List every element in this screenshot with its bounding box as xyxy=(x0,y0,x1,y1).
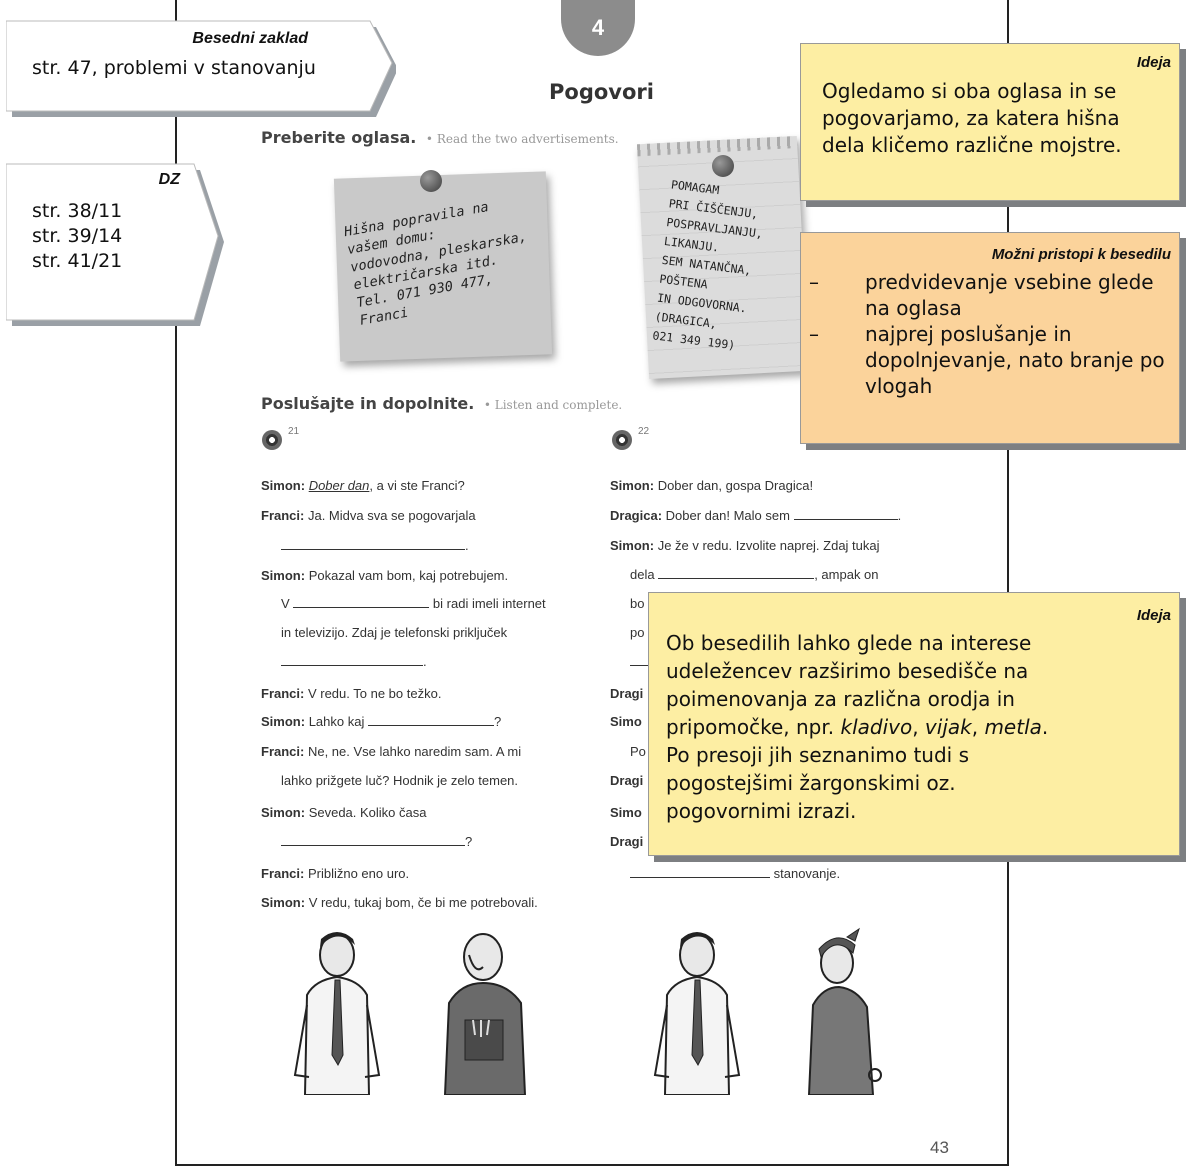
vocab-callout-text[interactable]: str. 47, problemi v stanovanju xyxy=(32,57,316,79)
approaches-box: Možni pristopi k besedilu predvidevanje … xyxy=(800,232,1180,444)
dz-callout-shape xyxy=(6,163,224,326)
audio-cd-icon[interactable] xyxy=(612,430,632,450)
dialog-line: Dragi xyxy=(610,834,644,849)
task2-sl: Poslušajte in dopolnite. xyxy=(261,394,475,413)
dialog-line: Simon: Lahko kaj ? xyxy=(261,714,502,729)
dialog-line: Franci: Ja. Midva sva se pogovarjala xyxy=(261,508,476,523)
answer-blank[interactable] xyxy=(281,538,465,550)
vocab-callout: Besedni zaklad xyxy=(20,30,308,48)
track-number-left: 21 xyxy=(288,426,300,437)
idea-box-1-title: Ideja xyxy=(1136,54,1171,71)
idea-box-1: Ideja Ogledamo si oba oglasa in se pogov… xyxy=(800,43,1180,201)
dialog-line: . xyxy=(281,538,469,553)
task1-heading: Preberite oglasa. • Read the two adverti… xyxy=(261,128,619,147)
dialog-line: ? xyxy=(281,834,472,849)
answer-blank[interactable] xyxy=(658,567,815,579)
dialog-line: Dragi xyxy=(610,773,644,788)
dialog-line: Dragica: Dober dan! Malo sem . xyxy=(610,508,902,523)
dialog-line: Simon: V redu, tukaj bom, če bi me potre… xyxy=(261,895,538,910)
vocab-callout-shape xyxy=(6,20,396,117)
pushpin-icon xyxy=(420,170,442,192)
idea-box-1-text: Ogledamo si oba oglasa in se pogovarjamo… xyxy=(822,79,1122,157)
page-title: Pogovori xyxy=(549,80,654,104)
dialog-line: Simo xyxy=(610,805,642,820)
simon-illustration xyxy=(293,932,381,1095)
simon-illustration xyxy=(653,932,741,1095)
task1-en: • Read the two advertisements. xyxy=(425,132,619,146)
track-number-right: 22 xyxy=(638,426,650,437)
task1-sl: Preberite oglasa. xyxy=(261,128,417,147)
answer-blank[interactable] xyxy=(281,834,465,846)
dialog-line: dela , ampak on xyxy=(630,567,879,582)
dialog-line: Simo xyxy=(610,714,642,729)
dialog-line: in televizijo. Zdaj je telefonski priklj… xyxy=(281,625,508,640)
task2-en: • Listen and complete. xyxy=(483,398,623,412)
franci-illustration xyxy=(443,933,527,1095)
approaches-title: Možni pristopi k besedilu xyxy=(991,246,1171,263)
dz-callout-list: str. 38/11 str. 39/14 str. 41/21 xyxy=(32,199,122,274)
dialog-line: po xyxy=(630,625,645,640)
idea-box-2-title: Ideja xyxy=(1136,607,1171,624)
answer-blank[interactable] xyxy=(367,714,494,726)
dialog-line: Simon: Seveda. Koliko časa xyxy=(261,805,427,820)
approaches-list: predvidevanje vsebine glede na oglasa na… xyxy=(801,269,1171,399)
dialog-line: Franci: Ne, ne. Vse lahko naredim sam. A… xyxy=(261,744,522,759)
dz-ref[interactable]: str. 38/11 xyxy=(32,200,123,222)
dialog-line: Simon: Pokazal vam bom, kaj potrebujem. xyxy=(261,568,509,583)
vocab-callout-title: Besedni zaklad xyxy=(192,30,308,47)
dialog-line: Simon: Dober dan, a vi ste Franci? xyxy=(261,478,465,493)
dialog-line: lahko prižgete luč? Hodnik je zelo temen… xyxy=(281,773,519,788)
idea-box-2: Ideja Ob besedilih lahko glede na intere… xyxy=(648,592,1180,856)
dz-ref[interactable]: str. 41/21 xyxy=(32,250,123,272)
dialog-line: Po xyxy=(630,744,646,759)
answer-blank[interactable] xyxy=(281,654,423,666)
dialog-line: Franci: Približno eno uro. xyxy=(261,866,410,881)
ad-note-dragica-text: POMAGAM PRI ČIŠČENJU, POSPRAVLJANJU, LIK… xyxy=(651,177,764,353)
dialog-line: Simon: Je že v redu. Izvolite naprej. Zd… xyxy=(610,538,880,553)
page-number: 43 xyxy=(930,1138,949,1157)
answer-blank[interactable] xyxy=(630,866,770,878)
dialog-line: Simon: Dober dan, gospa Dragica! xyxy=(610,478,814,493)
dialog-line: Dragi xyxy=(610,686,644,701)
task2-heading: Poslušajte in dopolnite. • Listen and co… xyxy=(261,394,622,413)
dialog-line: . xyxy=(281,654,427,669)
dz-ref[interactable]: str. 39/14 xyxy=(32,225,123,247)
dialog-line xyxy=(630,654,650,669)
answer-blank[interactable] xyxy=(793,508,898,520)
dragica-illustration xyxy=(807,927,882,1095)
pushpin-icon xyxy=(712,155,734,177)
answer-blank[interactable] xyxy=(293,596,430,608)
dialog-line: V bi radi imeli internet xyxy=(281,596,546,611)
dialog-line: Franci: V redu. To ne bo težko. xyxy=(261,686,442,701)
approach-item: predvidevanje vsebine glede na oglasa xyxy=(801,269,1171,321)
ad-note-franci-text: Hišna popravila na vašem domu: vodovodna… xyxy=(342,199,529,329)
approach-item: najprej poslušanje in dopolnjevanje, nat… xyxy=(801,321,1171,399)
dialog-line: bo xyxy=(630,596,645,611)
dz-callout-title: DZ xyxy=(158,171,180,188)
audio-cd-icon[interactable] xyxy=(262,430,282,450)
ad-note-franci: Hišna popravila na vašem domu: vodovodna… xyxy=(333,171,553,362)
dialog-line: stanovanje. xyxy=(630,866,840,881)
idea-box-2-text: Ob besedilih lahko glede na interese ude… xyxy=(666,631,1049,823)
